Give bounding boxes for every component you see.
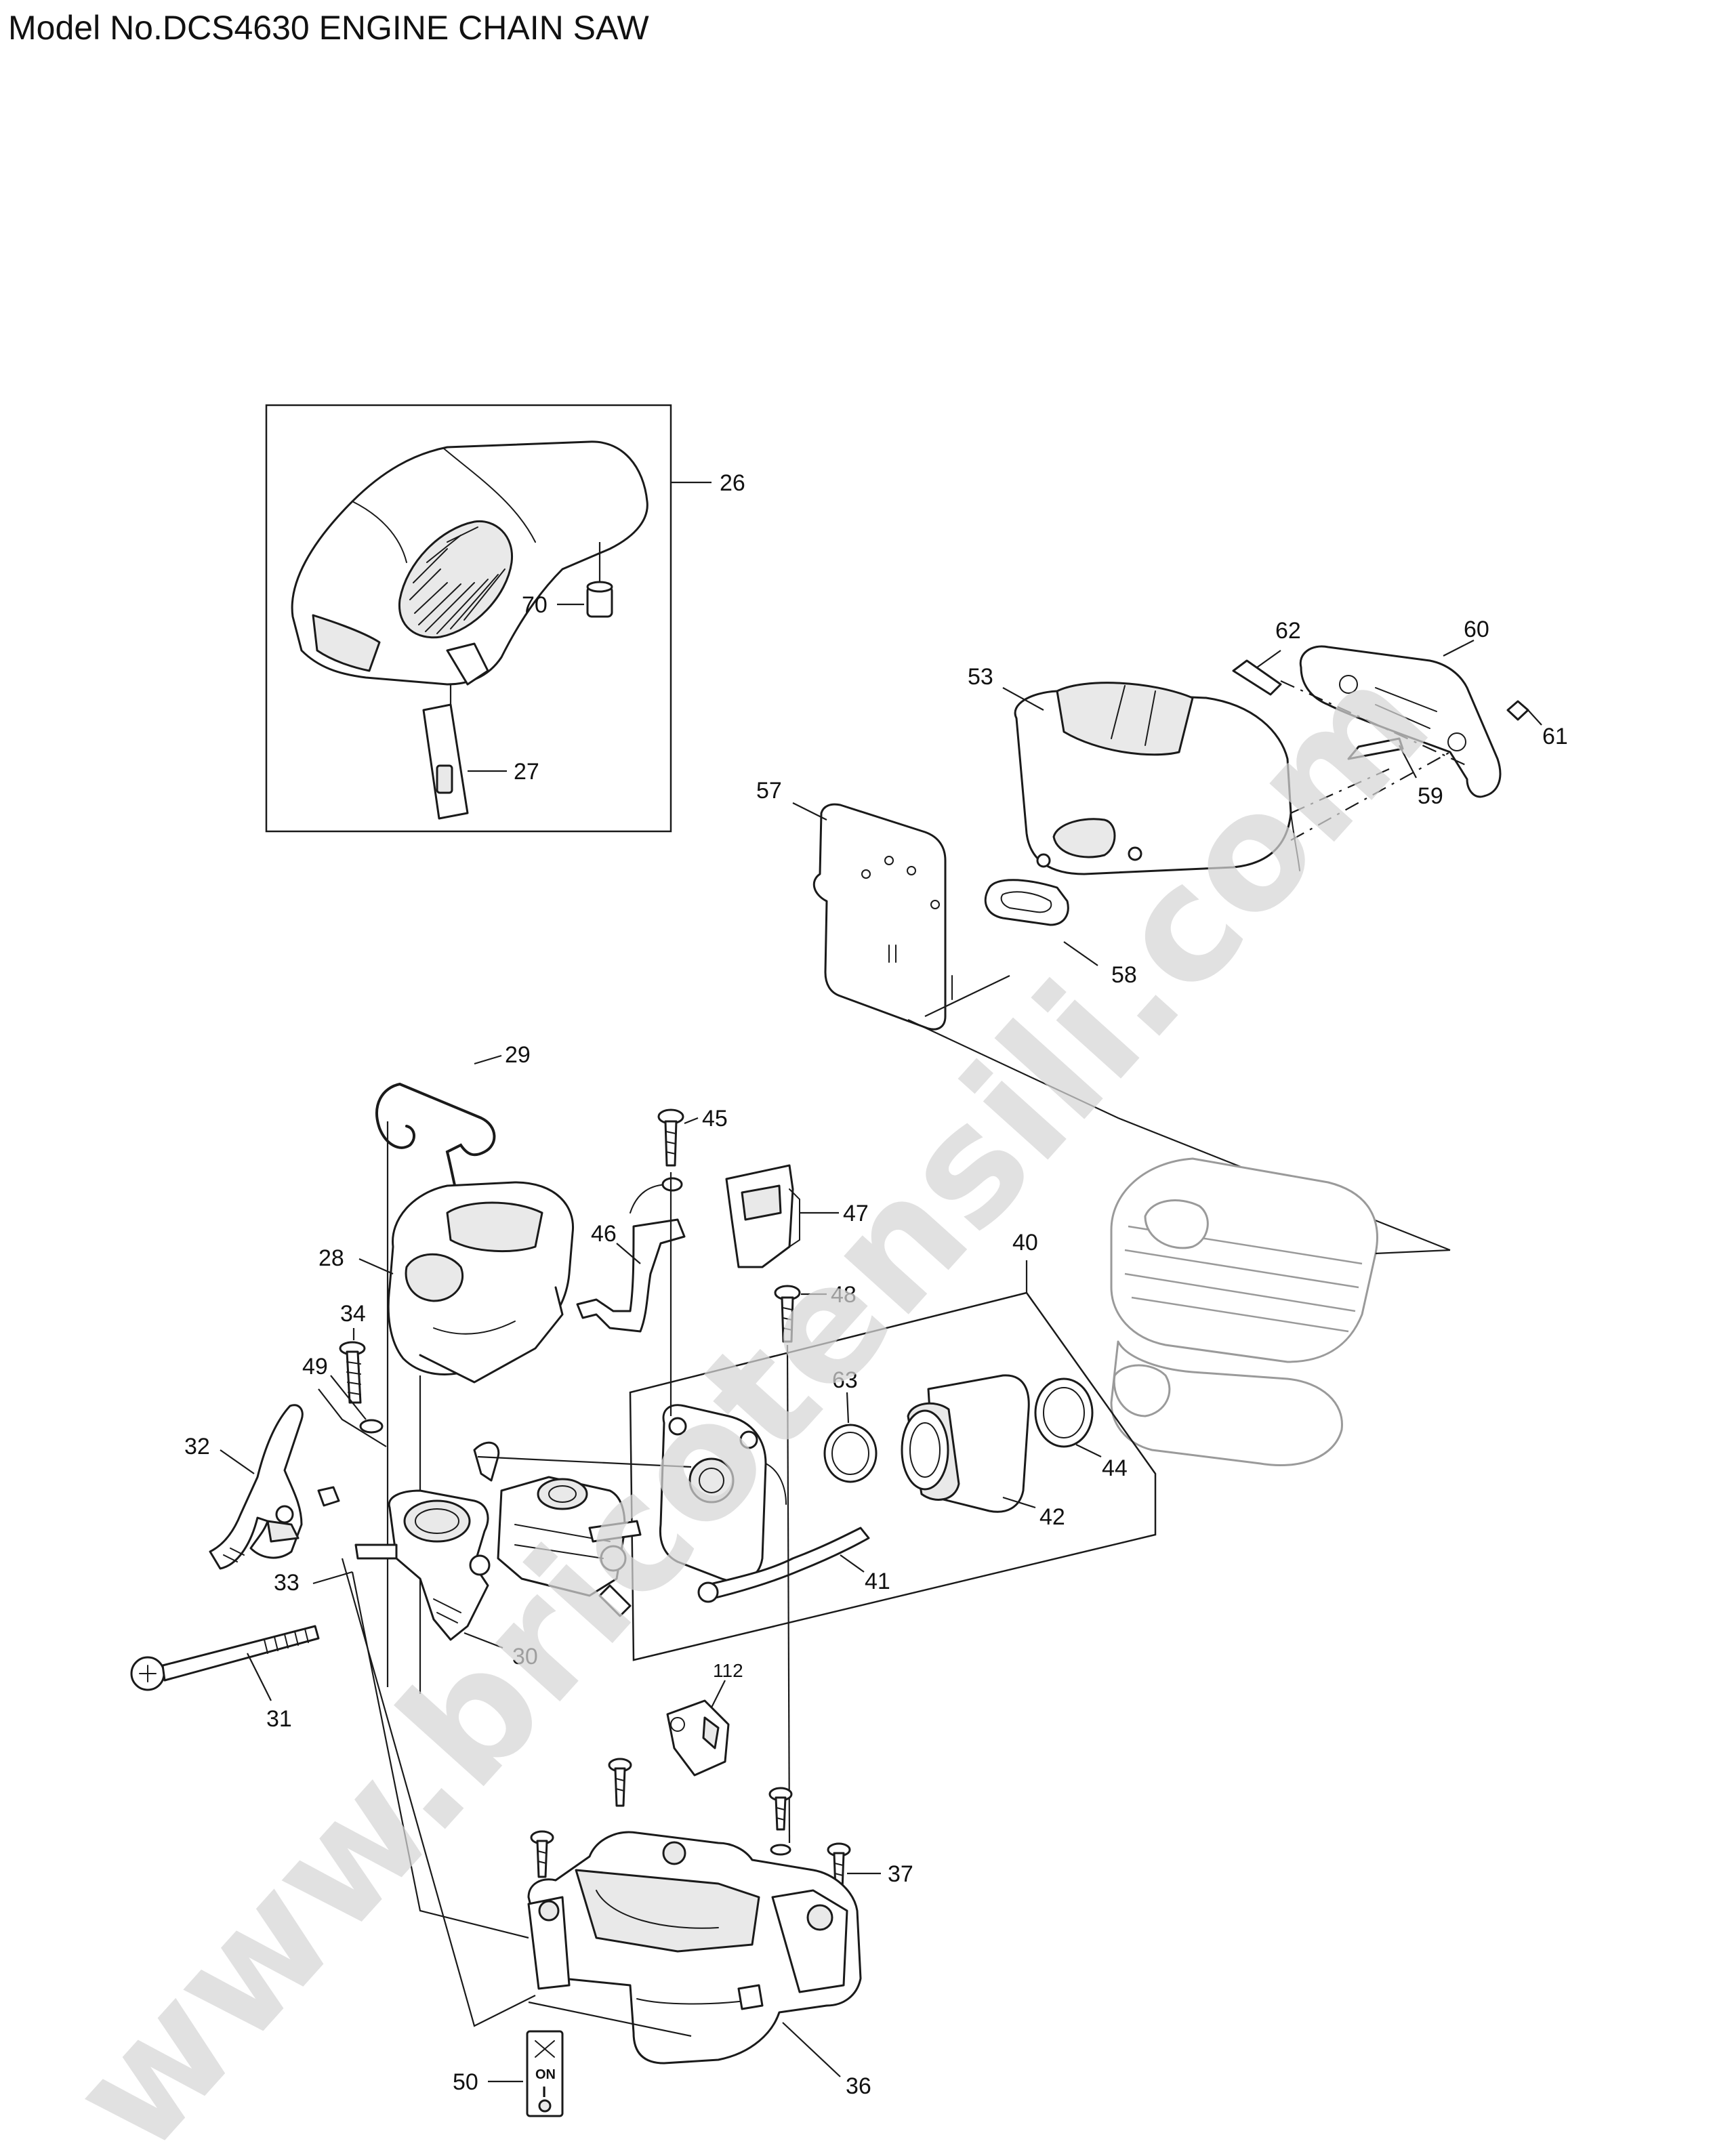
callout-63: 63 [832, 1367, 858, 1393]
callout-30: 30 [512, 1644, 538, 1670]
top-cover-opening [312, 614, 381, 672]
callout-49: 49 [302, 1354, 328, 1380]
callout-60: 60 [1464, 617, 1489, 642]
filter-screw-part [339, 1341, 366, 1404]
callout-47: 47 [843, 1201, 869, 1226]
top-cover-frame [265, 404, 672, 833]
callout-31: 31 [266, 1706, 292, 1732]
carburetor-reference [473, 1441, 642, 1617]
callout-27: 27 [514, 759, 539, 785]
top-cover-ridge [443, 448, 536, 543]
decal-i-label: I [542, 2084, 546, 2100]
muffler-long-bolt-part [1347, 737, 1404, 760]
callout-37: 37 [888, 1861, 913, 1887]
decal-on-label: ON [535, 2067, 556, 2082]
air-filter-housing-part [387, 1181, 575, 1384]
callout-42: 42 [1039, 1504, 1065, 1530]
top-cover-vent-grille [398, 520, 514, 639]
bracket-screw-part [657, 1108, 684, 1167]
impulse-hose-part [703, 1527, 870, 1600]
callout-58: 58 [1111, 962, 1137, 988]
callout-41: 41 [865, 1569, 890, 1594]
boot-screw-part [774, 1285, 801, 1343]
callout-32: 32 [184, 1434, 210, 1459]
muffler-bracket-part [1299, 645, 1502, 798]
wire-boot-part [725, 1164, 800, 1268]
top-cover-group: 26 70 27 [265, 404, 745, 833]
callout-34: 34 [340, 1301, 366, 1327]
callout-46: 46 [591, 1221, 617, 1247]
housing-screw-part-1 [608, 1758, 632, 1807]
throttle-trigger-part [209, 1404, 340, 1570]
callout-53: 53 [968, 664, 993, 690]
filter-base-part [354, 1489, 491, 1641]
intake-gasket-part [1034, 1377, 1094, 1448]
callout-48: 48 [831, 1282, 857, 1308]
cover-knob-part [586, 542, 613, 618]
intake-assembly-group: 40 41 63 42 [629, 1230, 1157, 1661]
housing-screw-part-3 [768, 1787, 793, 1856]
callout-33: 33 [274, 1570, 300, 1596]
callout-29: 29 [505, 1042, 531, 1068]
muffler-screw-part [1506, 700, 1529, 721]
top-cover-latch [446, 642, 489, 686]
muffler-outlet [1052, 818, 1116, 858]
heat-shield-plate-part [812, 803, 947, 1031]
on-off-decal-part: ON I [526, 2030, 564, 2117]
muffler-gasket-part [984, 879, 1069, 926]
housing-screw-part-2 [530, 1830, 554, 1878]
muffler-bolt-part [1232, 659, 1282, 696]
muffler-top-vent [1056, 682, 1194, 756]
callout-28: 28 [318, 1245, 344, 1271]
callout-112: 112 [713, 1660, 743, 1681]
callout-62: 62 [1275, 618, 1301, 644]
callout-40: 40 [1012, 1230, 1038, 1256]
callout-59: 59 [1418, 783, 1443, 809]
muffler-group: 53 57 58 59 60 61 62 [756, 617, 1568, 1251]
callout-36: 36 [846, 2073, 871, 2099]
callout-70: 70 [522, 592, 548, 618]
callout-45: 45 [702, 1106, 728, 1132]
page-title: Model No.DCS4630 ENGINE CHAIN SAW [8, 9, 649, 47]
cover-slider-part [422, 684, 469, 820]
intake-manifold-part [901, 1374, 1030, 1513]
crankcase-housing-part [527, 1831, 862, 2065]
ground-bracket-part [576, 1177, 686, 1333]
filter-washer-part [359, 1419, 384, 1434]
intake-assembly-frame [629, 1291, 1157, 1661]
clamp-ring-part [823, 1424, 878, 1483]
connector-part [666, 1699, 730, 1777]
callout-61: 61 [1542, 724, 1568, 749]
callout-50: 50 [453, 2069, 478, 2095]
cylinder-reference [1110, 1157, 1451, 1467]
long-bolt-part [130, 1625, 320, 1691]
callout-57: 57 [756, 778, 782, 804]
callout-26: 26 [720, 470, 745, 496]
callout-44: 44 [1102, 1455, 1128, 1481]
